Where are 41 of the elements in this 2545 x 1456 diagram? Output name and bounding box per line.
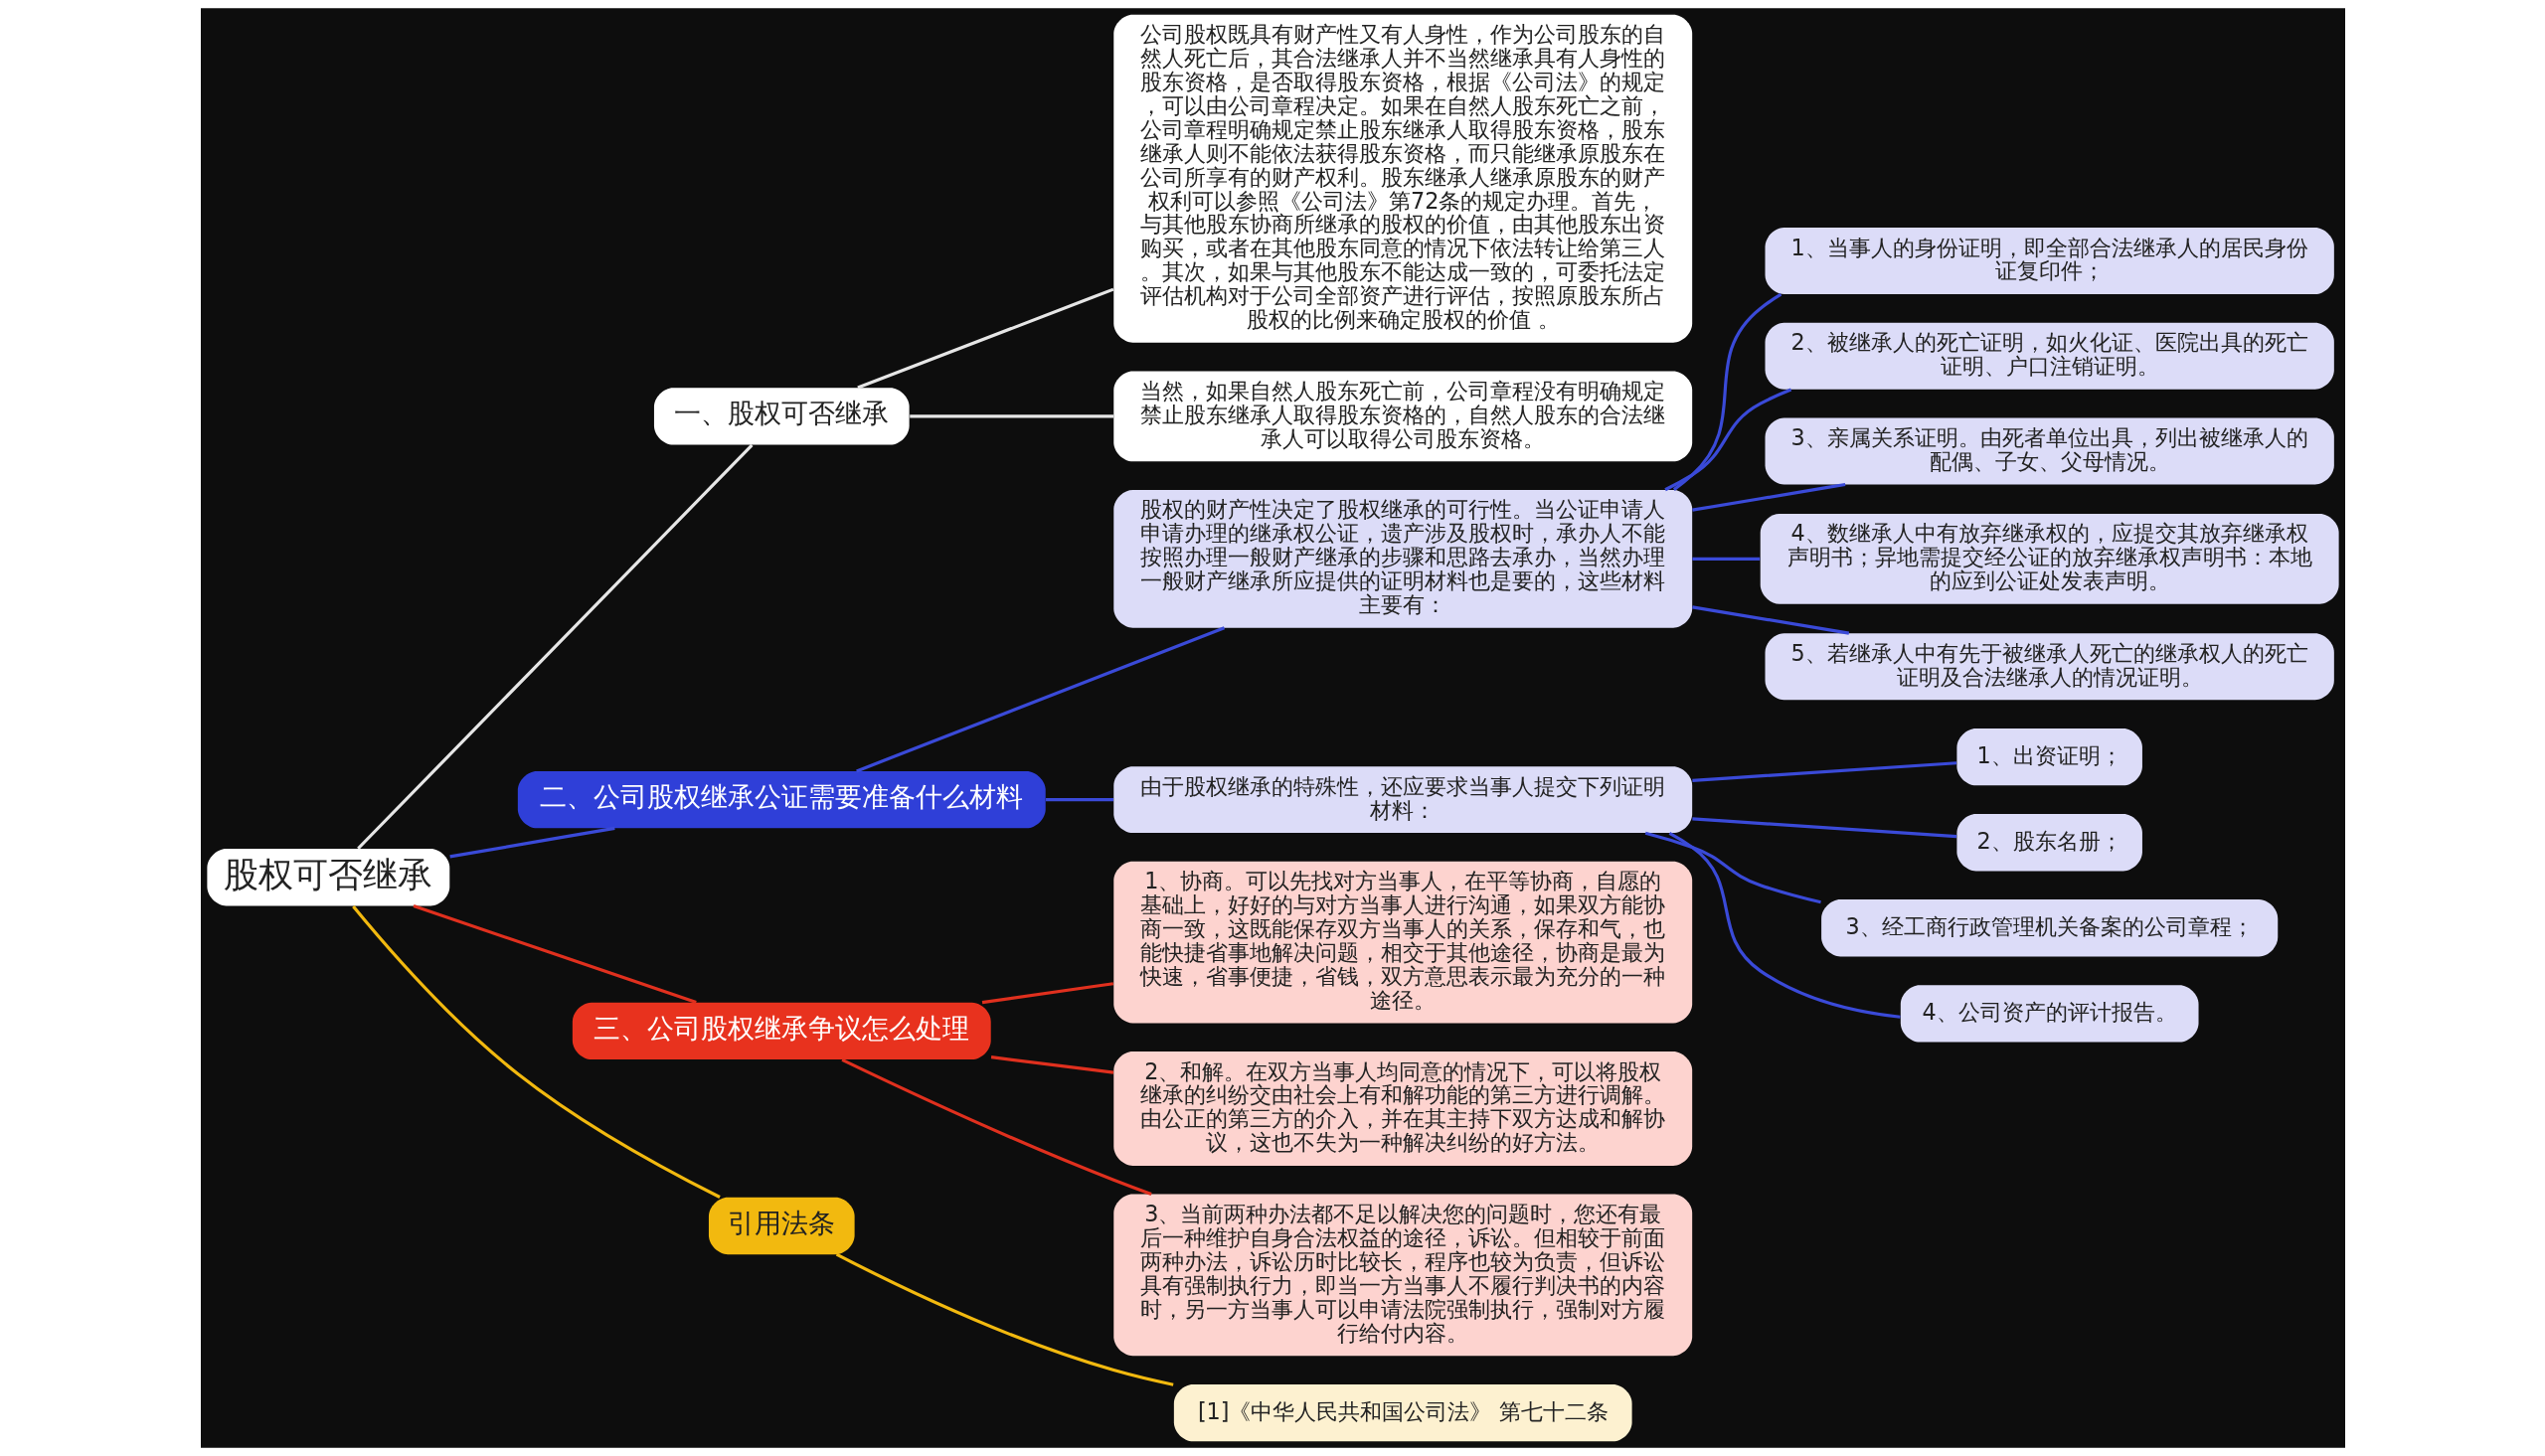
node-box: 4、数继承人中有放弃继承权的，应提交其放弃继承权声明书；异地需提交经公证的放弃继承权声明书：本地的应到公证处发表声明。 [1760,513,2339,604]
connector [1672,292,1782,491]
node-box: 5、若继承人中有先于被继承人死亡的继承权人的死亡证明及合法继承人的情况证明。 [1765,633,2334,701]
node-box: 2、被继承人的死亡证明，如火化证、医院出具的死亡证明、户口注销证明。 [1765,322,2334,390]
node-box: 引用法条 [708,1197,855,1255]
node-box: 1、协商。可以先找对方当事人，在平等协商，自愿的基础上，好好的与对方当事人进行沟通，如果双方能协商一致，这既能保存双方当事人的关系，保存和气，也能快捷省事地解决问题，相交于其他途径，协商是最为快速，省事便捷，省钱，双方意思表示最为充分的一种途径。 [1112,861,1692,1024]
connector [856,287,1113,390]
node-box: 1、当事人的身份证明，即全部合法继承人的居民身份证复印件； [1765,228,2334,295]
node-box: 4、公司资产的评计报告。 [1900,985,2199,1043]
node-box: 2、和解。在双方当事人均同意的情况下，可以将股权继承的纠纷交由社会上有和解功能的第三方进行调解。由公正的第三方的介入，并在其主持下双方达成和解协议，这也不失为一种解决纠纷的好方法。 [1112,1052,1692,1166]
connector [990,1055,1113,1074]
node-box: 当然，如果自然人股东死亡前，公司章程没有明确规定禁止股东继承人取得股东资格的，自然人股东的合法继承人可以取得公司股东资格。 [1112,371,1692,462]
connector [1668,832,1901,1019]
connector [835,1252,1173,1386]
connector [1663,388,1791,492]
connector [356,443,754,850]
connector [1691,817,1956,839]
connector [1691,557,1760,561]
connector [1691,761,1956,782]
connector [855,626,1225,773]
node-box: 3、亲属关系证明。由死者单位出具，列出被继承人的配偶、子女、父母情况。 [1765,417,2334,485]
connector [351,905,721,1199]
connector [1045,798,1113,802]
node-box: 股权可否继承 [206,849,449,906]
connector [1644,831,1821,904]
node-box: 三、公司股权继承争议怎么处理 [572,1002,991,1060]
node-box: 1、出资证明； [1955,728,2142,786]
connector [981,982,1113,1005]
node-box: 公司股权既具有财产性又有人身性，作为公司股东的自然人死亡后，其合法继承人并不当然继承具有人身性的股东资格，是否取得股东资格，根据《公司法》的规定，可以由公司章程决定。如果在自然人股东死亡之前，公司章程明确规定禁止股东继承人取得股东资格，股东继承人则不能依法获得股东资格，而只能继承原股东在公司所享有的财产权利。股东继承人继承原股东的财产权利可以参照《公司法》第72条的规定办理。首先，与其他股东协商所继承的股权的价值，由其他股东出资购买，或者在其他股东同意的情况下依法转让给第三人。其次，如果与其他股东不能达成一致的，可委托法定评估机构对于公司全部资产进行评估，按照原股东所占股权的比例来确定股权的价值 。 [1112,14,1692,343]
node-box: 二、公司股权继承公证需要准备什么材料 [517,770,1046,829]
node-box: 3、当前两种办法都不足以解决您的问题时，您还有最后一种维护自身合法权益的途径，诉讼。但相较于前面两种办法，诉讼历时比较长，程序也较为负责，但诉讼具有强制执行力，即当一方当事人不履行判决书的内容时，另一方当事人可以申请法院强制执行，强制对方履行给付内容。 [1112,1194,1692,1357]
node-box: 2、股东名册； [1955,814,2142,872]
node-box: 由于股权继承的特殊性，还应要求当事人提交下列证明材料： [1112,766,1692,834]
node-box: 3、经工商行政管理机关备案的公司章程； [1820,899,2278,957]
connector [909,414,1113,418]
connector [840,1057,1152,1197]
node-box: 股权的财产性决定了股权继承的可行性。当公证申请人申请办理的继承权公证，遗产涉及股权时，承办人不能按照办理一般财产继承的步骤和思路去承办，当然办理一般财产继承所应提供的证明材料也是要的，这些材料主要有： [1112,489,1692,628]
connector [448,826,615,859]
node-box: 一、股权可否继承 [653,388,910,445]
node-box: [1]《中华人民共和国公司法》 第七十二条 [1173,1383,1632,1442]
connector [413,903,697,1005]
